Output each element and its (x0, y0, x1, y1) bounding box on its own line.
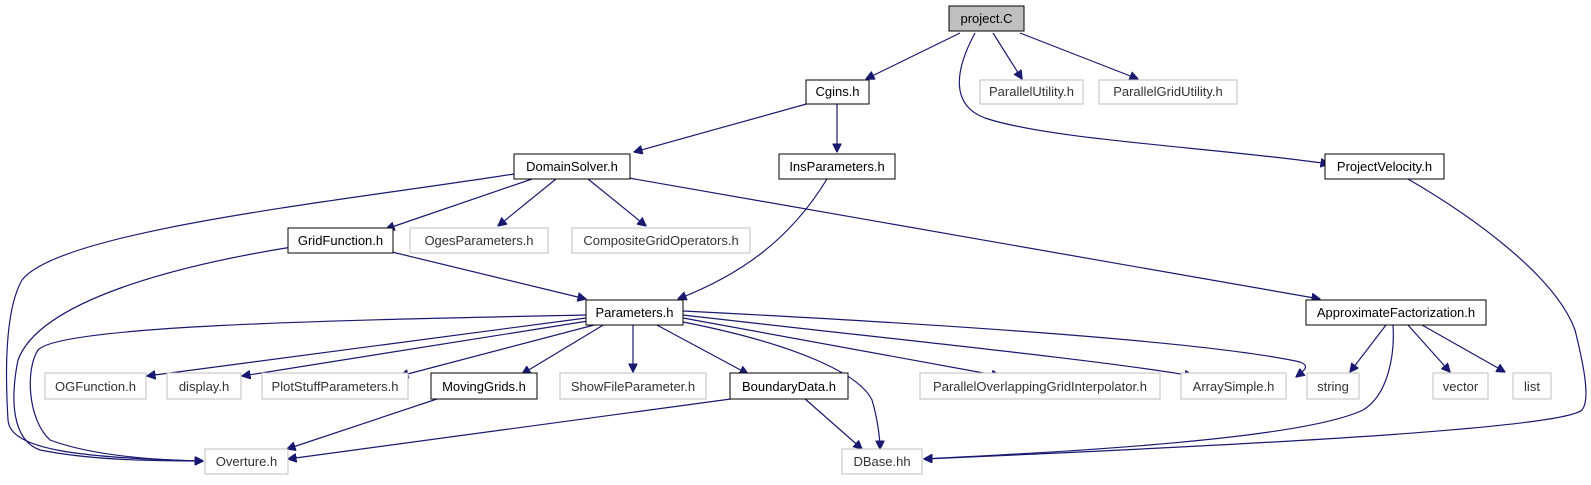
edge-domain-solver-h-to-composite-grid-operators-h (587, 178, 646, 226)
node-dbase-hh[interactable]: DBase.hh (841, 448, 923, 475)
edge-project-c-to-parallel-grid-utility-h (1019, 32, 1138, 79)
node-label-project-c: project.C (960, 11, 1012, 26)
edge-parameters-h-to-moving-grids-h (522, 323, 606, 374)
edge-parameters-h-to-plot-stuff-parameters-h (400, 323, 599, 376)
edge-parameters-h-to-og-function-h (147, 317, 587, 376)
node-label-list: list (1524, 379, 1540, 394)
node-plot-stuff-parameters-h[interactable]: PlotStuffParameters.h (261, 372, 409, 400)
node-label-display-h: display.h (179, 379, 229, 394)
node-grid-function-h[interactable]: GridFunction.h (287, 227, 394, 254)
edge-parameters-h-to-display-h (242, 320, 589, 376)
node-display-h[interactable]: display.h (166, 372, 242, 400)
edge-cgins-h-to-domain-solver-h (634, 102, 811, 152)
node-label-cgins-h: Cgins.h (815, 84, 859, 99)
node-cgins-h[interactable]: Cgins.h (805, 79, 870, 105)
edge-parameters-h-to-array-simple-h (682, 314, 1193, 376)
node-project-c[interactable]: project.C (948, 5, 1025, 32)
node-parameters-h[interactable]: Parameters.h (585, 299, 684, 326)
edge-boundary-data-h-to-dbase-hh (803, 397, 862, 449)
edge-grid-function-h-to-parameters-h (391, 251, 586, 299)
node-parallel-grid-utility-h[interactable]: ParallelGridUtility.h (1098, 79, 1238, 105)
node-label-parallel-overlapping-grid-interpolator-h: ParallelOverlappingGridInterpolator.h (933, 379, 1147, 394)
node-string[interactable]: string (1306, 372, 1360, 400)
node-label-ins-parameters-h: InsParameters.h (789, 159, 884, 174)
node-label-plot-stuff-parameters-h: PlotStuffParameters.h (272, 379, 399, 394)
edge-project-c-to-parallel-utility-h (992, 32, 1022, 79)
node-label-approximate-factorization-h: ApproximateFactorization.h (1317, 305, 1475, 320)
node-label-og-function-h: OGFunction.h (55, 379, 136, 394)
edge-parameters-h-to-string (682, 310, 1307, 377)
node-label-array-simple-h: ArraySimple.h (1193, 379, 1275, 394)
node-project-velocity-h[interactable]: ProjectVelocity.h (1324, 153, 1445, 180)
node-boundary-data-h[interactable]: BoundaryData.h (729, 372, 849, 400)
node-og-function-h[interactable]: OGFunction.h (44, 372, 147, 400)
edge-moving-grids-h-to-overture-h (287, 397, 441, 449)
edge-parameters-h-to-overture-h (29, 314, 587, 461)
node-ins-parameters-h[interactable]: InsParameters.h (778, 153, 896, 180)
edge-approximate-factorization-h-to-vector (1407, 324, 1450, 372)
node-oges-parameters-h[interactable]: OgesParameters.h (409, 227, 549, 254)
node-label-project-velocity-h: ProjectVelocity.h (1337, 159, 1432, 174)
edge-domain-solver-h-to-oges-parameters-h (498, 178, 557, 226)
edge-domain-solver-h-to-approximate-factorization-h (628, 177, 1320, 299)
edge-parameters-h-to-dbase-hh (682, 321, 880, 449)
node-label-string: string (1317, 379, 1349, 394)
node-list[interactable]: list (1512, 372, 1552, 400)
edge-ins-parameters-h-to-parameters-h (678, 178, 828, 299)
node-parallel-overlapping-grid-interpolator-h[interactable]: ParallelOverlappingGridInterpolator.h (919, 372, 1161, 400)
node-approximate-factorization-h[interactable]: ApproximateFactorization.h (1305, 299, 1487, 326)
node-label-moving-grids-h: MovingGrids.h (442, 379, 526, 394)
dependency-edges (5, 32, 1587, 461)
edge-project-velocity-h-to-dbase-hh (924, 178, 1587, 459)
node-label-parallel-grid-utility-h: ParallelGridUtility.h (1113, 84, 1223, 99)
edge-project-c-to-project-velocity-h (958, 32, 1329, 164)
node-label-vector: vector (1443, 379, 1479, 394)
edge-domain-solver-h-to-overture-h (5, 173, 515, 461)
node-label-show-file-parameter-h: ShowFileParameter.h (571, 379, 695, 394)
node-parallel-utility-h[interactable]: ParallelUtility.h (979, 79, 1084, 105)
node-label-oges-parameters-h: OgesParameters.h (424, 233, 533, 248)
edge-parameters-h-to-parallel-overlapping-grid-interpolator-h (682, 317, 1000, 376)
node-label-domain-solver-h: DomainSolver.h (526, 159, 618, 174)
edge-grid-function-h-to-overture-h (13, 246, 293, 461)
node-vector[interactable]: vector (1432, 372, 1489, 400)
file-nodes: project.C Cgins.h ParallelUtility.h Para… (44, 5, 1552, 475)
node-label-dbase-hh: DBase.hh (853, 454, 910, 469)
edge-boundary-data-h-to-overture-h (288, 397, 739, 459)
node-label-grid-function-h: GridFunction.h (298, 233, 383, 248)
edge-approximate-factorization-h-to-list (1421, 324, 1505, 372)
node-label-boundary-data-h: BoundaryData.h (742, 379, 836, 394)
edge-parameters-h-to-boundary-data-h (654, 323, 748, 374)
node-moving-grids-h[interactable]: MovingGrids.h (430, 372, 538, 400)
node-label-parallel-utility-h: ParallelUtility.h (989, 84, 1074, 99)
node-overture-h[interactable]: Overture.h (204, 448, 289, 475)
edge-approximate-factorization-h-to-dbase-hh (924, 324, 1394, 459)
edge-domain-solver-h-to-grid-function-h (386, 178, 533, 229)
edge-project-c-to-cgins-h (866, 32, 961, 79)
node-show-file-parameter-h[interactable]: ShowFileParameter.h (559, 372, 707, 400)
node-label-composite-grid-operators-h: CompositeGridOperators.h (583, 233, 738, 248)
node-array-simple-h[interactable]: ArraySimple.h (1180, 372, 1287, 400)
node-domain-solver-h[interactable]: DomainSolver.h (513, 153, 631, 180)
node-label-overture-h: Overture.h (216, 454, 277, 469)
node-label-parameters-h: Parameters.h (595, 305, 673, 320)
node-composite-grid-operators-h[interactable]: CompositeGridOperators.h (571, 227, 751, 254)
edge-approximate-factorization-h-to-string (1350, 324, 1387, 372)
